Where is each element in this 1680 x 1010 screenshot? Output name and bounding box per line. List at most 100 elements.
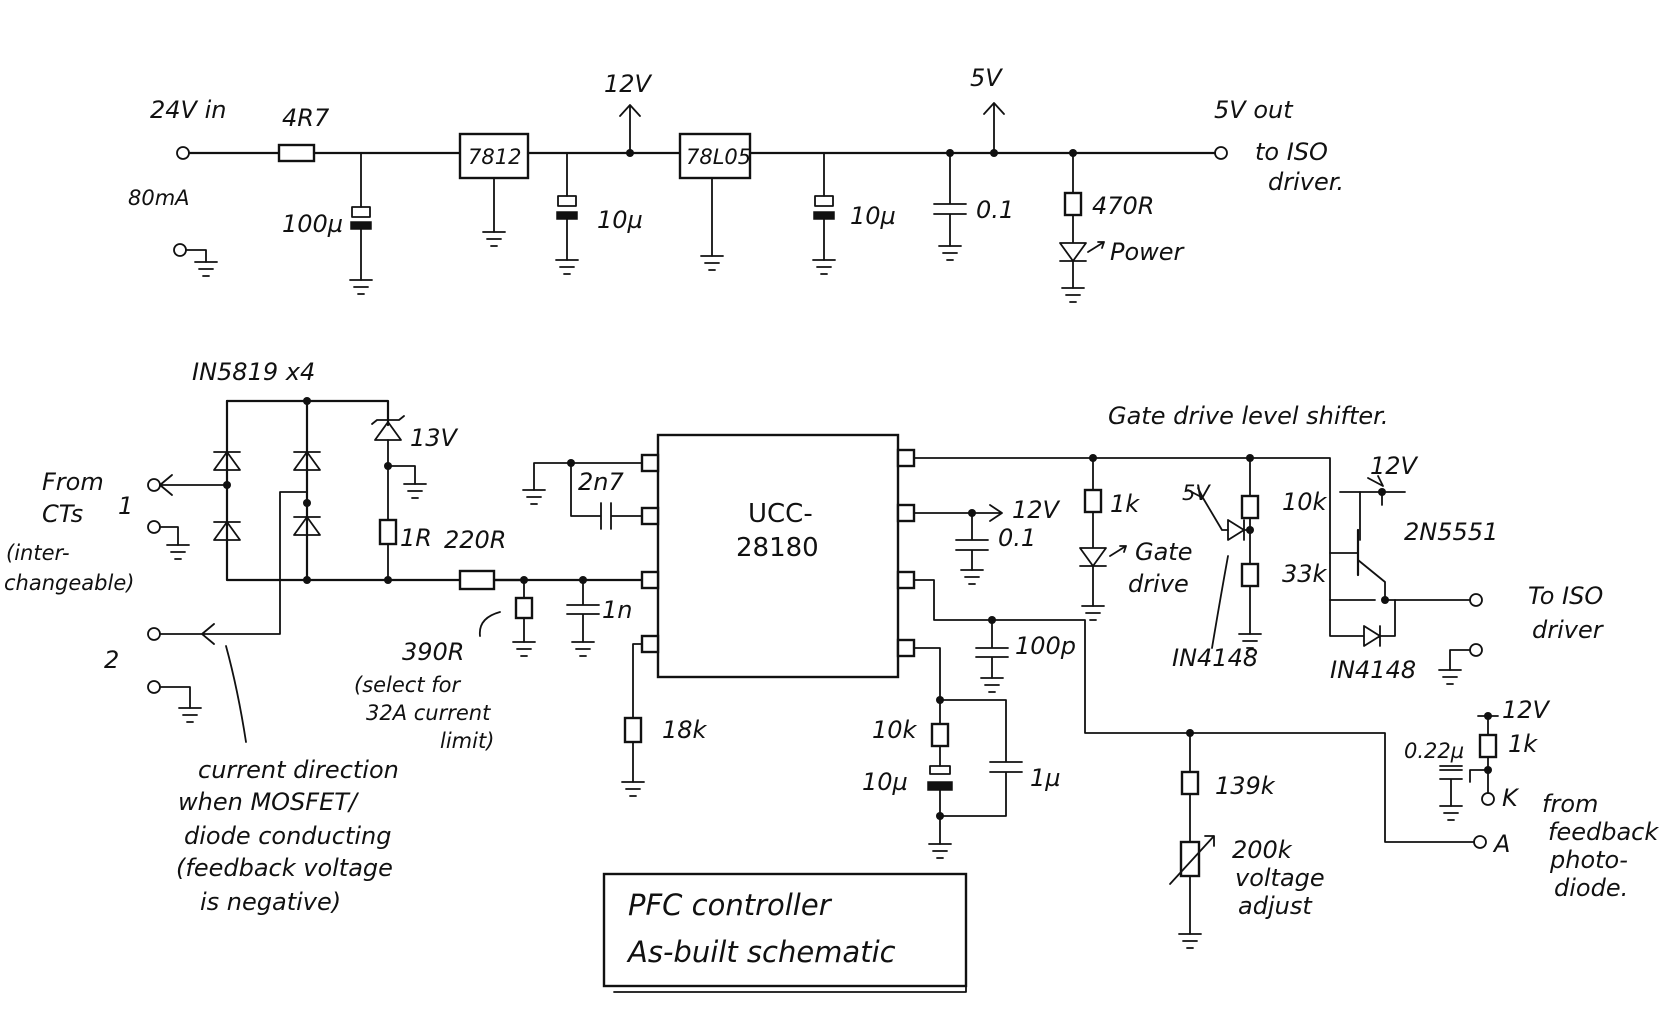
bridge-diode	[293, 516, 321, 536]
direction-note-line3: diode conducting	[184, 822, 391, 850]
ct1-label: 1	[118, 492, 133, 520]
regulator-7812	[458, 132, 530, 180]
bridge-diode	[213, 521, 241, 541]
supply-section: 24V in 80mA 4R7 100µ 7812 10µ	[128, 64, 1344, 303]
direction-note-line4: (feedback voltage	[176, 854, 393, 882]
rail-12v-arrow	[619, 104, 641, 154]
chip-label-line2: 28180	[736, 533, 819, 563]
led-resistor-label: 470R	[1092, 192, 1154, 220]
bridge-diode	[293, 451, 321, 471]
5v-output-label: 5V out	[1214, 96, 1294, 124]
feedback-resistor-139k	[1180, 770, 1200, 796]
divider-10k-label: 10k	[1282, 488, 1328, 516]
controller-section: UCC- 28180 2n7 18k 12V 0.1	[522, 433, 1191, 859]
limit-note-line2: 32A current	[366, 701, 491, 725]
direction-note-line2: when MOSFET/	[178, 788, 360, 816]
comp-c2-label: 1µ	[1030, 764, 1061, 792]
title-line1: PFC controller	[628, 888, 833, 922]
limit-note-line3: limit)	[440, 729, 494, 753]
ground-symbol	[194, 261, 218, 277]
power-led-label: Power	[1110, 238, 1186, 266]
feedback-12v-label: 12V	[1502, 696, 1551, 724]
pot-note-line1: voltage	[1235, 864, 1325, 892]
feedback-1k-label: 1k	[1508, 730, 1538, 758]
gate-output-terminal	[1469, 593, 1483, 607]
gate-led-label-line1: Gate	[1135, 538, 1192, 566]
vcc-label: 12V	[1012, 496, 1061, 524]
current-sense-section: IN5819 x4 13V 1R 220R From CTs (inter- c…	[4, 358, 654, 916]
divider-resistor-33k	[1240, 562, 1260, 588]
feedback-pullup-resistor	[1478, 733, 1498, 759]
input-terminal	[176, 146, 190, 160]
divider-33k-label: 33k	[1282, 560, 1328, 588]
from-cts-line4: changeable)	[4, 571, 134, 595]
feedback-139k-label: 139k	[1215, 772, 1276, 800]
from-cts-line1: From	[42, 468, 104, 496]
feedback-note-line2: feedback	[1548, 818, 1659, 846]
from-cts-line3: (inter-	[6, 541, 70, 565]
ct1-terminal	[147, 478, 161, 492]
direction-note-line5: is negative)	[200, 888, 341, 916]
5v-output-dest-line2: driver.	[1268, 168, 1344, 196]
feedback-note-line1: from	[1542, 790, 1598, 818]
rail-5v-label: 5V	[970, 64, 1003, 92]
voltage-adjust-pot	[1179, 840, 1201, 878]
fuse-resistor-label: 4R7	[282, 104, 330, 132]
limit-note-line1: (select for	[354, 673, 462, 697]
feedback-cathode-terminal	[1481, 792, 1495, 806]
series-resistor	[458, 569, 496, 591]
feedback-anode-terminal	[1473, 835, 1487, 849]
comp-c1-label: 10µ	[862, 768, 908, 796]
resistor-18k	[623, 716, 643, 744]
input-ground-terminal	[173, 243, 187, 257]
gate-drive-title: Gate drive level shifter.	[1108, 402, 1388, 430]
gate-output-return-terminal	[1469, 643, 1483, 657]
bulk-capacitor-plate	[351, 206, 371, 218]
ucc28180-chip	[656, 433, 900, 679]
chip-label-line1: UCC-	[748, 499, 813, 529]
gate-drive-section: Gate drive level shifter. 1k Gate drive …	[913, 402, 1605, 685]
gate-output-label-line2: driver	[1532, 616, 1605, 644]
divider-resistor-10k	[1240, 494, 1260, 520]
ct2-label: 2	[104, 646, 119, 674]
regulator-78l05-label: 78L05	[686, 145, 751, 169]
input-voltage-label: 24V in	[150, 96, 226, 124]
rail-5v-arrow	[983, 102, 1005, 154]
led-resistor	[1063, 191, 1083, 217]
gate-diode1-label: IN4148	[1172, 644, 1258, 672]
comp-resistor-label: 10k	[872, 716, 918, 744]
input-current-label: 80mA	[128, 186, 190, 210]
gate-led-resistor-label: 1k	[1110, 490, 1140, 518]
burden-label: 1R	[400, 524, 432, 552]
gate-led-resistor	[1083, 488, 1103, 514]
pot-label: 200k	[1232, 836, 1293, 864]
gate-led-label-line2: drive	[1128, 570, 1189, 598]
feedback-cap-label: 0.22µ	[1404, 739, 1464, 763]
5v-output-dest-line1: to ISO	[1255, 138, 1328, 166]
reg2-capacitor-label: 10µ	[850, 202, 896, 230]
filter-capacitor-label: 1n	[602, 596, 632, 624]
comp-resistor	[930, 722, 950, 748]
from-cts-line2: CTs	[42, 500, 83, 528]
feedback-cathode-label: K	[1502, 784, 1520, 812]
regulator-7812-label: 7812	[468, 145, 521, 169]
pot-note-line2: adjust	[1238, 892, 1313, 920]
direction-note-line1: current direction	[198, 756, 399, 784]
resistor-18k-label: 18k	[662, 716, 708, 744]
series-resistor-label: 220R	[444, 526, 506, 554]
bulk-capacitor-label: 100µ	[282, 210, 343, 238]
gate-diode2-label: IN4148	[1330, 656, 1416, 684]
gate-5v-label: 5V	[1182, 481, 1211, 505]
reg1-capacitor-label: 10µ	[597, 206, 643, 234]
feedback-note-line3: photo-	[1549, 846, 1628, 874]
cap-100p-label: 100p	[1015, 632, 1076, 660]
rail-12v-label: 12V	[604, 70, 653, 98]
ct1-return-terminal	[147, 520, 161, 534]
limit-resistor	[514, 596, 534, 620]
title-block-frame	[602, 872, 968, 988]
5v-output-terminal	[1214, 146, 1228, 160]
zener-label: 13V	[410, 424, 459, 452]
regulator-78l05	[678, 132, 752, 180]
bridge-diode	[213, 451, 241, 471]
